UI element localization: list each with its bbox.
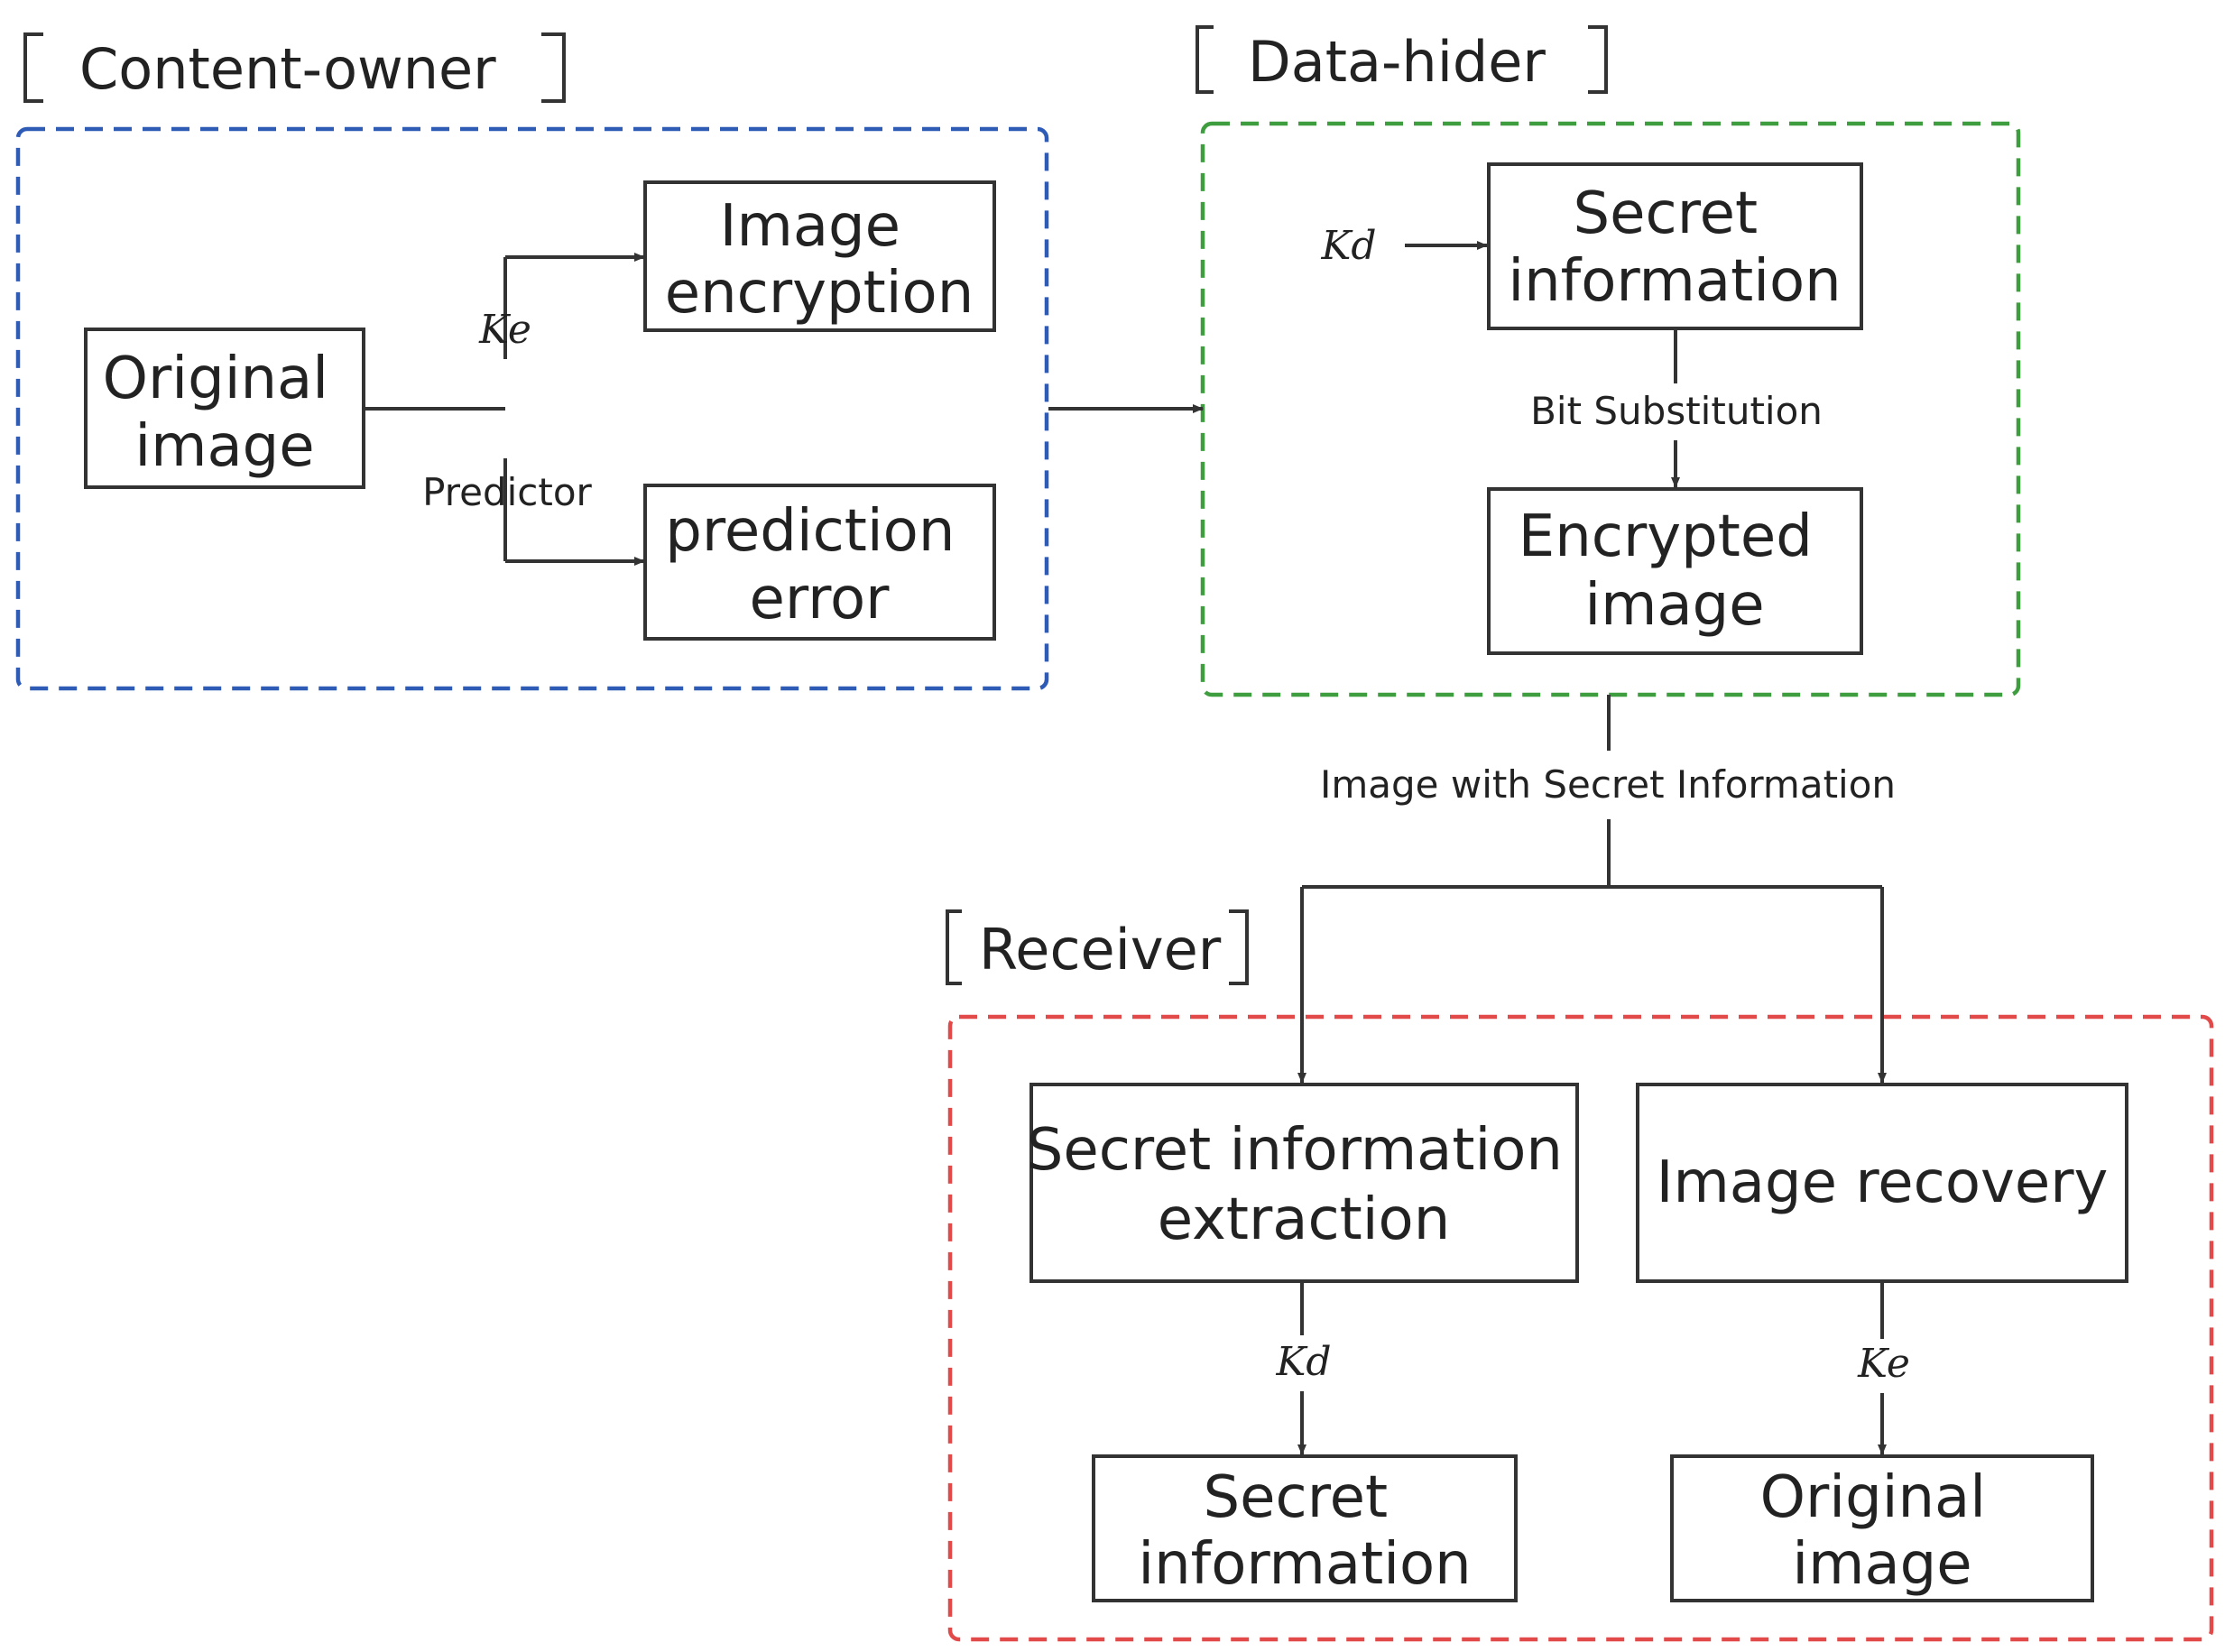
data-hider-header: Data-hider bbox=[1196, 25, 1608, 95]
ke-key-label: Ke bbox=[478, 307, 531, 353]
connectors bbox=[364, 241, 1887, 1455]
box-label-line: Secret bbox=[1204, 1464, 1389, 1531]
svg-text:Secret information extra: Secret information extraction bbox=[1027, 1117, 1582, 1253]
box-label-line: Image bbox=[720, 193, 900, 260]
svg-text:Secret information: Secret information bbox=[1508, 180, 1841, 315]
box-label-line: Image recovery bbox=[1657, 1149, 2109, 1216]
box-label-line: Original bbox=[1760, 1464, 1986, 1531]
receiver-header: Receiver bbox=[946, 909, 1249, 985]
box-label-line: information bbox=[1508, 248, 1841, 315]
data-hider-title: Data-hider bbox=[1248, 29, 1546, 95]
content-owner-group bbox=[15, 126, 1049, 691]
right-bracket bbox=[1588, 25, 1608, 94]
image-with-secret-label: Image with Secret Information bbox=[1320, 762, 1896, 807]
prediction-error-box: prediction error bbox=[643, 484, 996, 641]
encrypted-image-box: Encrypted image bbox=[1487, 487, 1863, 655]
svg-text:Encrypted image: Encrypted image bbox=[1519, 503, 1831, 639]
svg-text:prediction error: prediction error bbox=[665, 498, 973, 632]
svg-text:Original image: Original image bbox=[103, 346, 347, 480]
predictor-label: Predictor bbox=[422, 470, 592, 514]
secret-information-extraction-box: Secret information extraction bbox=[1027, 1083, 1582, 1283]
box-label-line: information bbox=[1138, 1531, 1471, 1598]
box-label-line: image bbox=[1792, 1531, 1971, 1598]
svg-text:Image encryption: Image encryption bbox=[665, 193, 974, 327]
box-label-line: Encrypted bbox=[1519, 503, 1813, 570]
ke-key-label: Ke bbox=[1857, 1341, 1910, 1387]
image-encryption-box: Image encryption bbox=[643, 180, 996, 332]
left-bracket bbox=[1196, 25, 1214, 94]
receiver-group bbox=[947, 1014, 2214, 1642]
box-label-line: error bbox=[750, 566, 891, 632]
kd-key-label: Kd bbox=[1275, 1339, 1331, 1385]
box-label-line: Secret information bbox=[1027, 1117, 1563, 1184]
box-label-line: extraction bbox=[1158, 1186, 1451, 1253]
receiver-title: Receiver bbox=[979, 917, 1222, 983]
svg-text:Secret information: Secret information bbox=[1138, 1464, 1471, 1598]
content-owner-title: Content-owner bbox=[79, 36, 496, 102]
secret-information-box: Secret information bbox=[1487, 162, 1863, 330]
content-owner-header: Content-owner bbox=[23, 32, 566, 103]
bit-substitution-label: Bit Substitution bbox=[1530, 389, 1823, 433]
box-label-line: Original bbox=[103, 346, 328, 412]
kd-key-label: Kd bbox=[1320, 223, 1376, 269]
box-label-line: prediction bbox=[665, 498, 955, 565]
box-label-line: encryption bbox=[665, 260, 974, 327]
box-label-line: Secret bbox=[1574, 180, 1759, 247]
left-bracket bbox=[23, 32, 43, 103]
image-recovery-box: Image recovery bbox=[1636, 1083, 2128, 1283]
svg-text:Original image: Original image bbox=[1760, 1464, 2005, 1598]
left-bracket bbox=[946, 909, 962, 985]
secret-information-output-box: Secret information bbox=[1092, 1454, 1518, 1602]
svg-text:Image recovery: Image recovery bbox=[1657, 1149, 2109, 1216]
box-label-line: image bbox=[134, 413, 314, 480]
original-image-box: Original image bbox=[84, 328, 365, 489]
original-image-output-box: Original image bbox=[1670, 1454, 2094, 1602]
right-bracket bbox=[1229, 909, 1249, 985]
right-bracket bbox=[541, 32, 566, 103]
box-label-line: image bbox=[1584, 572, 1764, 639]
